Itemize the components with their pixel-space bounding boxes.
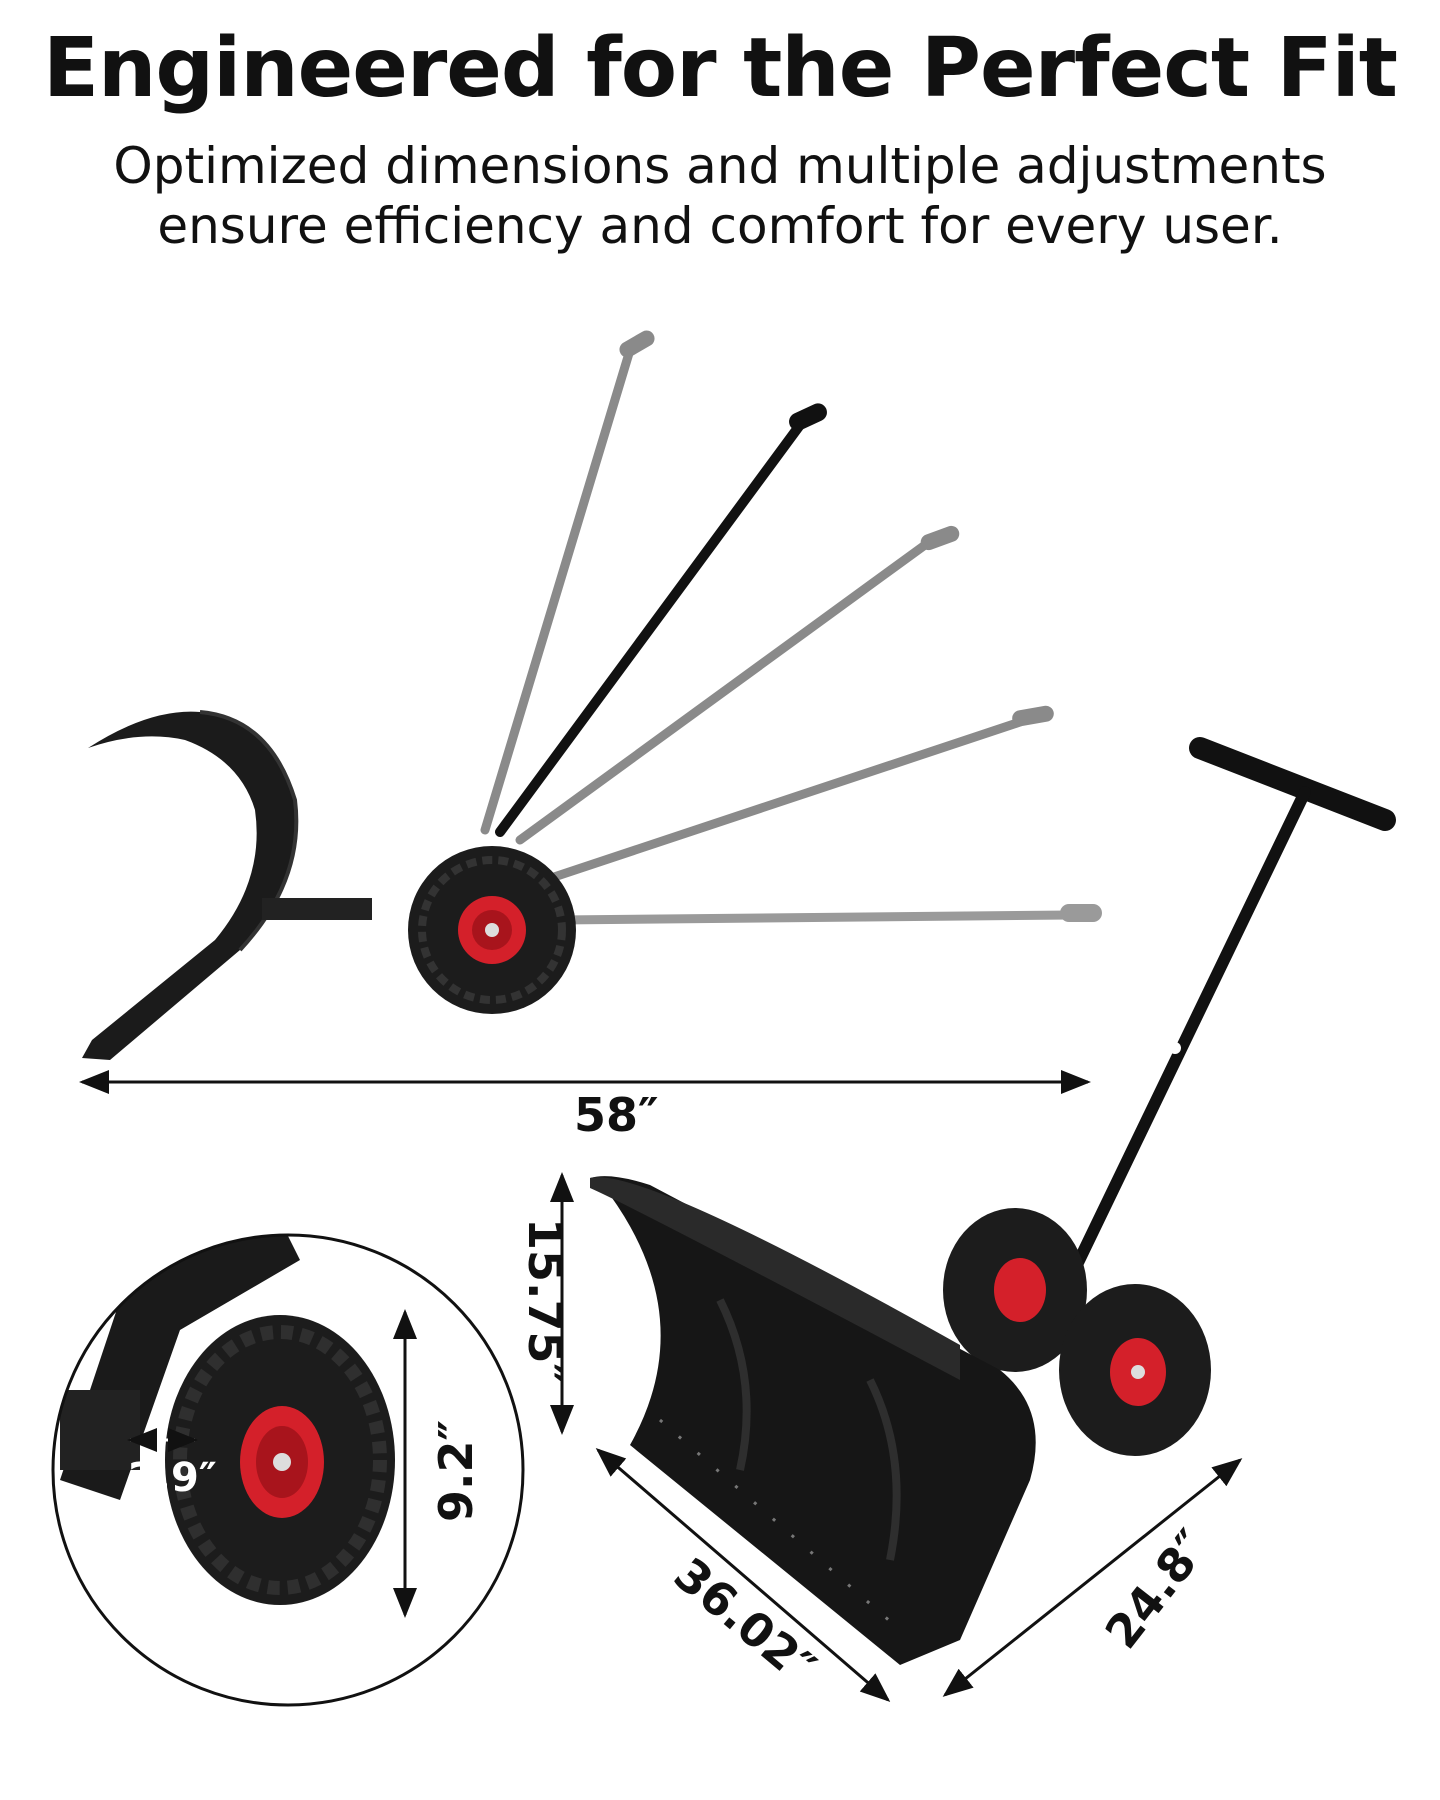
overall-length-label: 58″: [574, 1088, 659, 1142]
iso-t-handle: [1054, 737, 1396, 1306]
iso-wheel-front: [1059, 1284, 1211, 1456]
ghost-handle-1: [480, 330, 655, 835]
wheel-diameter-label: 9.2″: [429, 1419, 484, 1523]
blade-height-label: 15.75″: [518, 1217, 573, 1385]
page-subtitle: Optimized dimensions and multiple adjust…: [113, 137, 1327, 255]
handle-active: [495, 403, 827, 837]
ghost-handle-2: [515, 525, 960, 845]
ghost-handle-3: [540, 705, 1054, 885]
blade-depth-dimension-line: [942, 1458, 1243, 1697]
blade-width-dimension-line: [595, 1448, 891, 1702]
wheel-detail-view: [51, 1233, 525, 1707]
page-title: Engineered for the Perfect Fit: [43, 21, 1398, 116]
ghost-handle-4: [555, 904, 1102, 925]
iso-wheel-back: [943, 1208, 1087, 1372]
side-blade: [82, 710, 372, 1060]
side-wheel: [408, 846, 576, 1014]
wheel-width-label: 2.9″: [128, 1455, 217, 1501]
